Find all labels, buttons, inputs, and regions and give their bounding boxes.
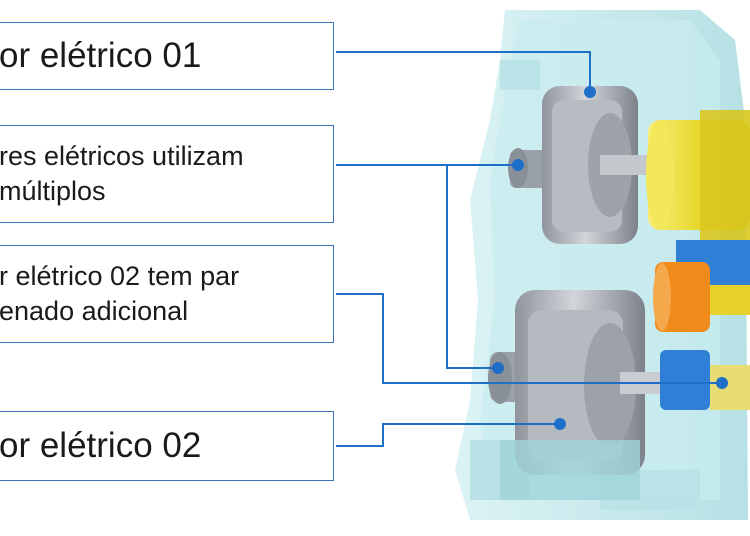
label-multiple-motors: res elétricos utilizam múltiplos [0,125,334,223]
label-text-line: r elétrico 02 tem par [0,260,240,291]
callout-dot-motor-02 [554,418,566,430]
label-text-line: or elétrico 01 [0,35,202,75]
leader-line-motor-02 [336,423,560,447]
label-text-line: enado adicional [0,296,189,326]
callout-dot-motor-01 [584,86,596,98]
label-text-line: múltiplos [0,176,106,206]
gear-orange [653,262,750,332]
label-electric-motor-02: or elétrico 02 [0,411,334,481]
callout-dot-lower-motor-shaft [492,362,504,374]
electric-motor-01 [508,86,670,244]
label-text-line: or elétrico 02 [0,425,202,465]
label-text-line: res elétricos utilizam [0,140,244,171]
leader-line-motor-01 [336,51,591,92]
electric-motor-02 [488,290,730,500]
leader-line-gear-pair [336,293,722,384]
label-electric-motor-01: or elétrico 01 [0,22,334,90]
label-motor-02-gear-pair: r elétrico 02 tem par enado adicional [0,245,334,343]
callout-dot-gear-pair [716,377,728,389]
additional-gear-pair [660,350,750,410]
callout-dot-upper-motor-shaft [512,159,524,171]
leader-line-multiple-motors [336,164,498,369]
planetary-gear-yellow [646,110,750,290]
